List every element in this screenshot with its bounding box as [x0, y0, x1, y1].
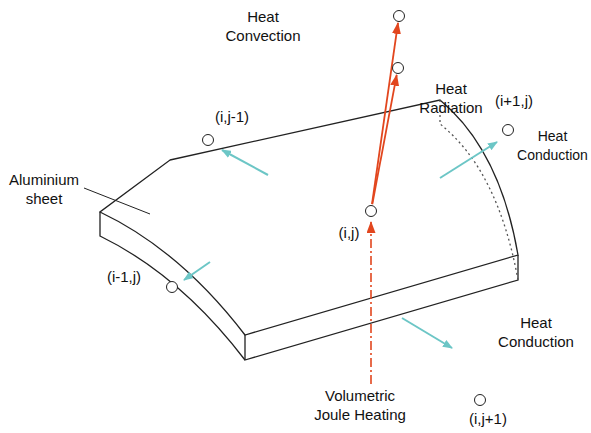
leader-line	[84, 188, 150, 214]
node-label: (i,j+1)	[453, 409, 523, 428]
heat-flow-arrow	[372, 75, 396, 204]
node-label: (i,j)	[319, 223, 379, 242]
node-circle: (i,j)	[365, 205, 377, 217]
conduction-label: Heat Conduction	[516, 127, 589, 165]
node-circle: (i,j+1)	[474, 394, 486, 406]
node-label: (i-1,j)	[91, 267, 157, 286]
node-circle: Heat Convection	[393, 10, 405, 22]
node-label: (i+1,j)	[479, 91, 549, 110]
part-label: Aluminium sheet	[4, 170, 84, 208]
node-circle: (i-1,j)	[166, 281, 178, 293]
sheet-outline	[100, 100, 518, 360]
node-label: Heat Radiation	[406, 79, 496, 117]
node-circle: (i,j-1)	[202, 134, 214, 146]
node-circle: (i+1,j)	[502, 124, 514, 136]
heating-label: Volumetric Joule Heating	[305, 386, 415, 424]
joule-heating-arrow	[370, 222, 372, 384]
conduction-label: Heat Conduction	[490, 313, 582, 351]
conduction-arrows	[184, 142, 497, 348]
node-label: (i,j-1)	[197, 107, 267, 126]
node-circle: Heat Radiation	[392, 62, 404, 74]
node-label: Heat Convection	[213, 7, 313, 45]
heat-flow-arrow	[372, 23, 398, 204]
